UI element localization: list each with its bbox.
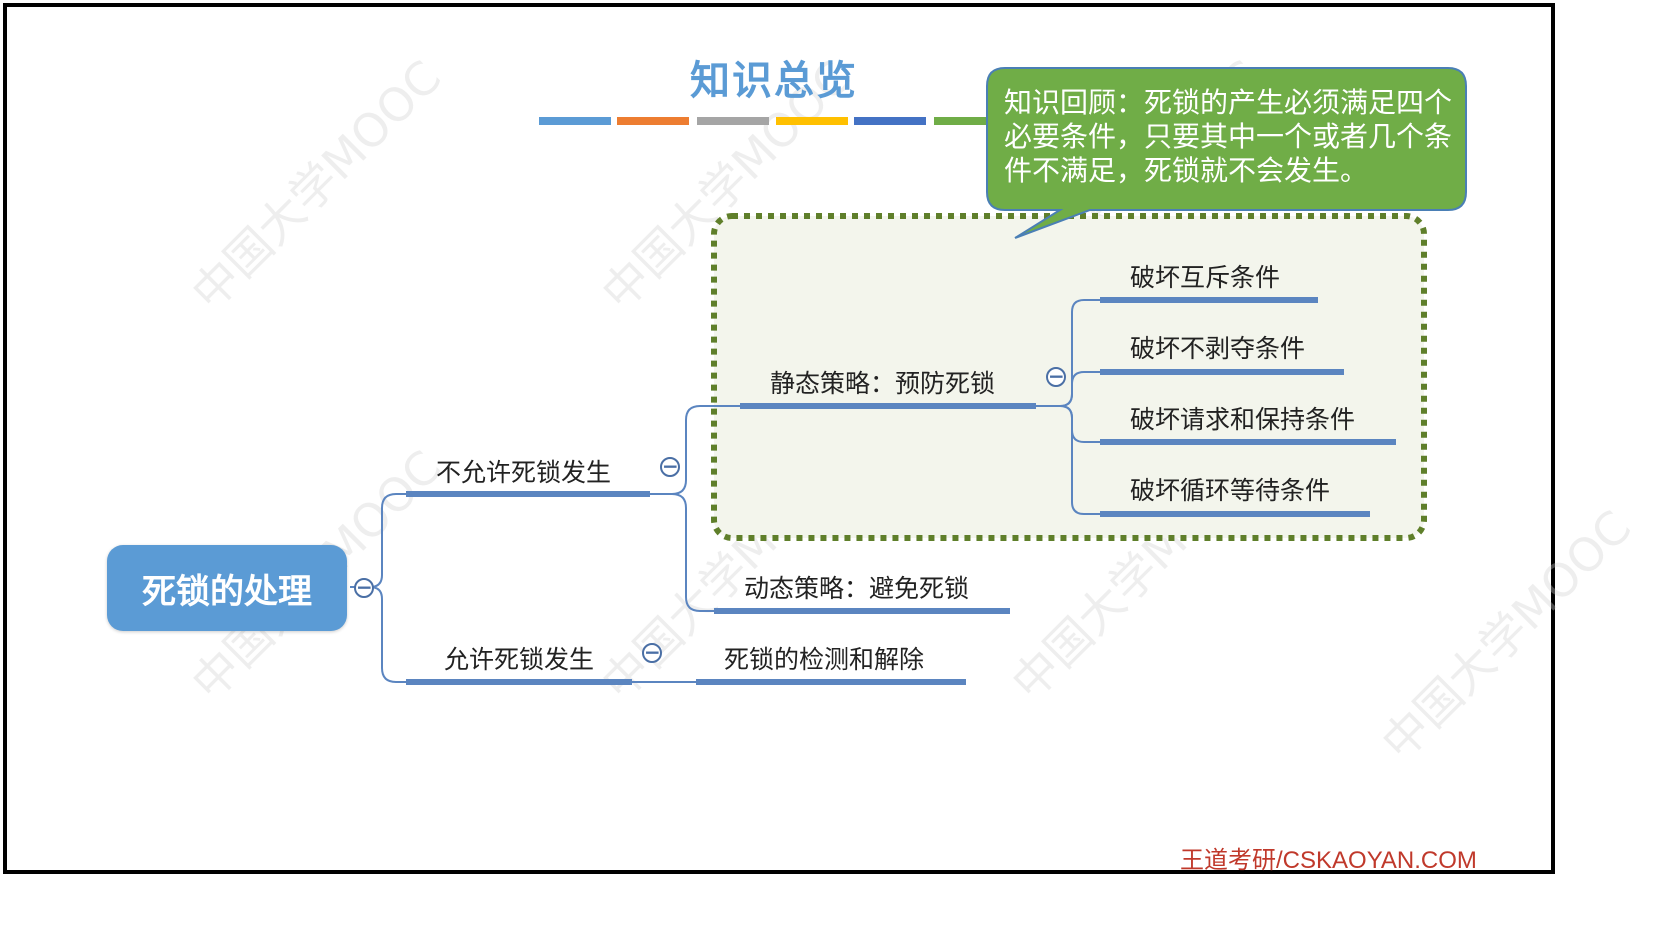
node-prevent-mutex[interactable]: 破坏互斥条件 [1130,263,1281,292]
node-not-allow[interactable]: 不允许死锁发生 [436,458,612,487]
collapse-static-icon[interactable]: − [1046,364,1066,388]
color-bar-segment [934,117,1006,125]
color-bar-segment [539,117,611,125]
color-bar-segment [697,117,769,125]
node-static[interactable]: 静态策略：预防死锁 [770,369,996,398]
color-bar-segment [776,117,848,125]
node-prevent-circular[interactable]: 破坏循环等待条件 [1130,476,1331,505]
node-prevent-holdwait[interactable]: 破坏请求和保持条件 [1130,405,1356,434]
slide-frame [3,3,1555,874]
collapse-not-allow-icon[interactable]: − [660,454,680,478]
color-bar-segment [617,117,689,125]
color-bar-segment [854,117,926,125]
node-prevent-nopreempt[interactable]: 破坏不剥夺条件 [1130,334,1306,363]
callout-bubble [986,67,1467,239]
node-detect[interactable]: 死锁的检测和解除 [724,645,925,674]
root-node[interactable]: 死锁的处理 [107,545,347,631]
collapse-allow-icon[interactable]: − [642,640,662,664]
page-title: 知识总览 [690,57,858,104]
callout-text: 知识回顾：死锁的产生必须满足四个必要条件，只要其中一个或者几个条件不满足，死锁就… [1004,86,1453,187]
collapse-root-icon[interactable]: − [354,575,374,599]
node-dynamic[interactable]: 动态策略：避免死锁 [744,574,970,603]
footer-brand: 王道考研/CSKAOYAN.COM [1180,847,1477,874]
node-allow[interactable]: 允许死锁发生 [444,645,595,674]
